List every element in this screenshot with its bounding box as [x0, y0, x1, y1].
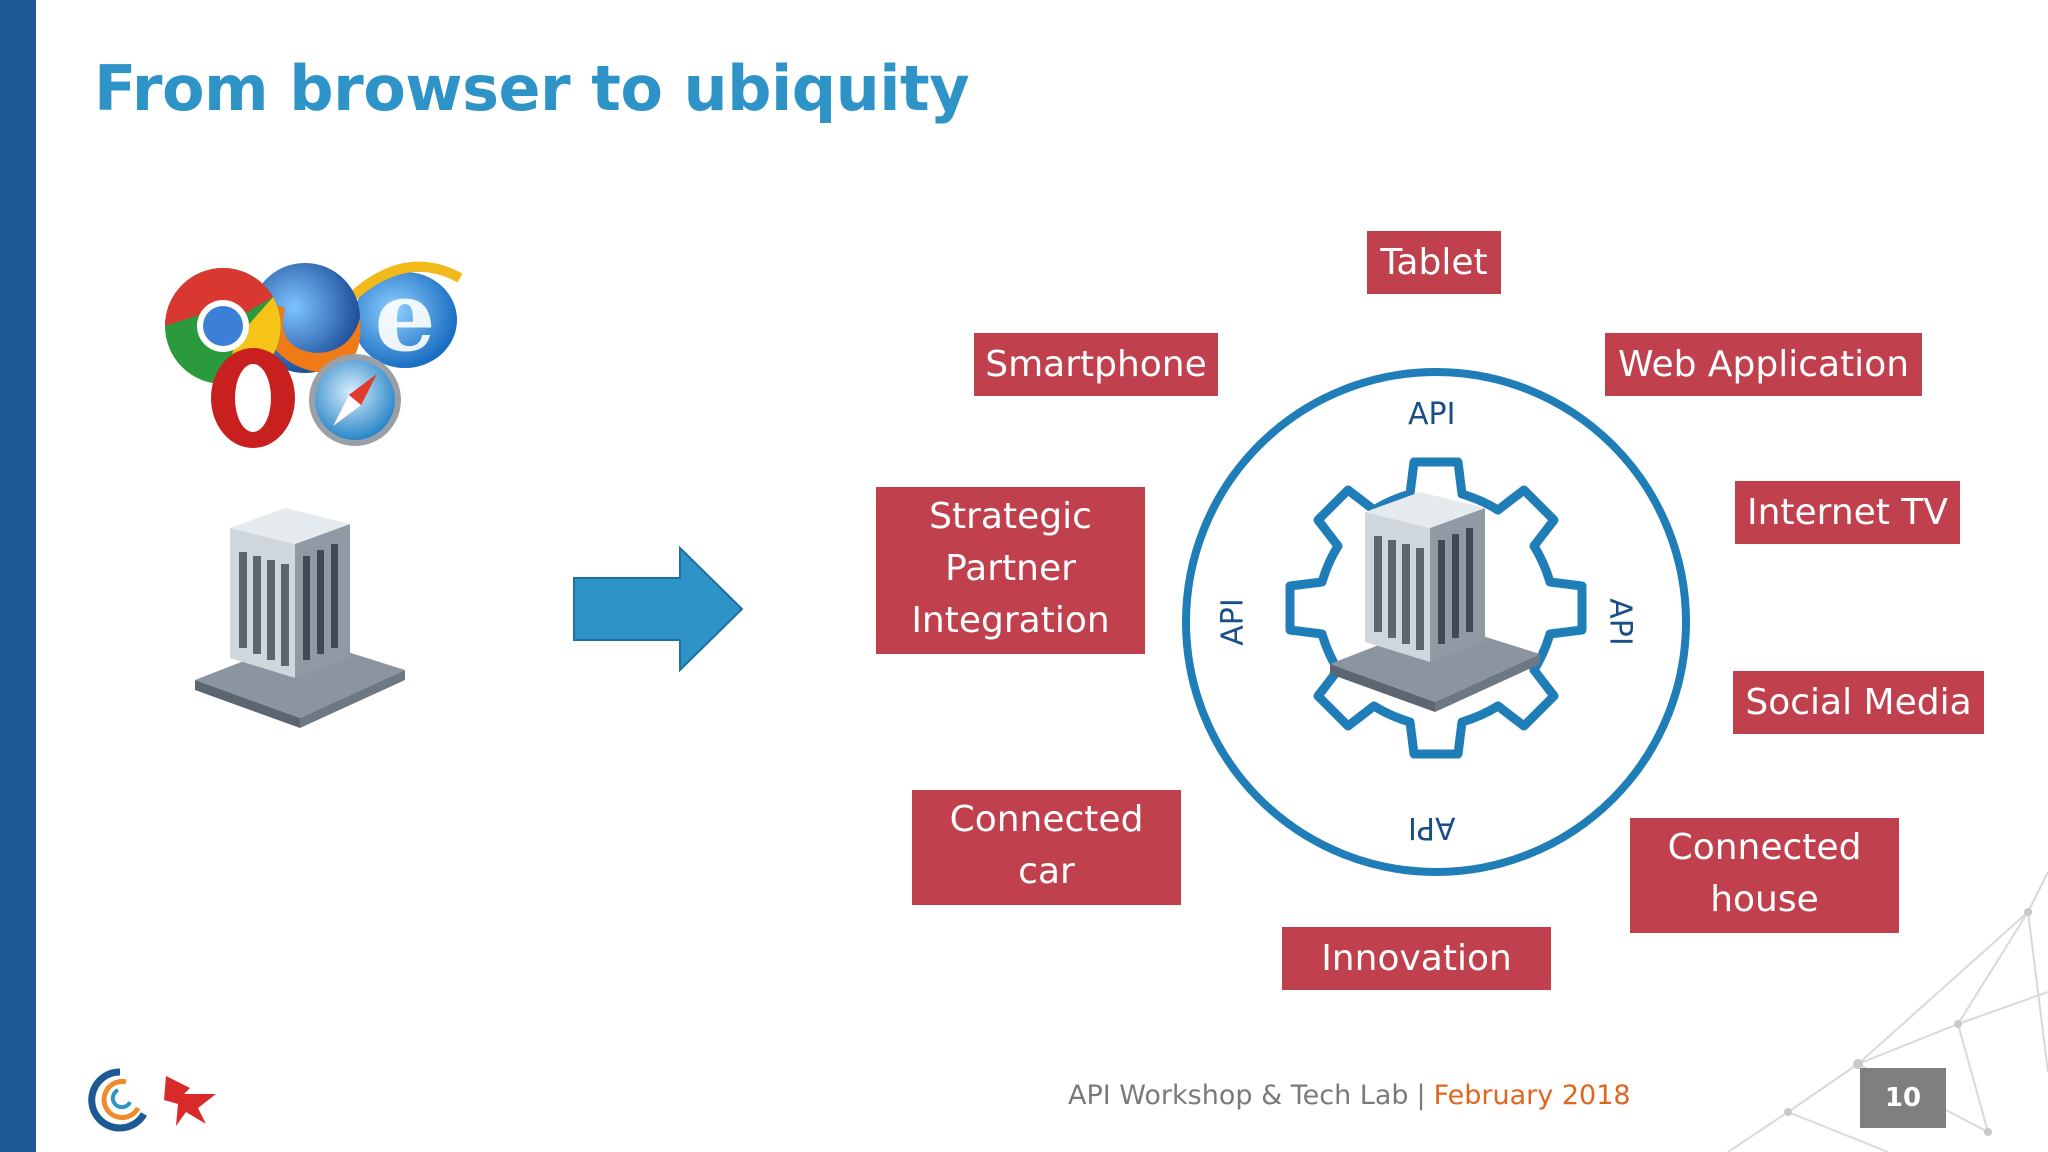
tag-line: Strategic	[929, 496, 1092, 537]
api-label-top: API	[1408, 397, 1456, 432]
right-arrow-icon	[573, 546, 744, 672]
tag-line: Connected	[1667, 827, 1862, 868]
api-label-left: API	[1215, 598, 1251, 646]
tag-web-application: Web Application	[1605, 333, 1922, 396]
api-label-right: API	[1602, 598, 1638, 646]
left-accent-bar	[0, 0, 36, 1152]
tag-strategic-partner-integration: Strategic Partner Integration	[876, 487, 1145, 654]
tag-innovation: Innovation	[1282, 927, 1551, 990]
company-logo-icon	[88, 1068, 216, 1132]
page-number: 10	[1860, 1068, 1946, 1128]
tag-connected-house: Connected house	[1630, 818, 1899, 933]
tag-line: Partner	[945, 548, 1076, 589]
api-ring	[1182, 368, 1690, 876]
tag-social-media: Social Media	[1733, 671, 1984, 734]
tag-internet-tv: Internet TV	[1735, 481, 1960, 544]
footer-separator: |	[1416, 1080, 1426, 1111]
api-label-bottom: API	[1408, 810, 1456, 845]
gear-icon	[1285, 457, 1587, 759]
tag-line: house	[1710, 879, 1819, 920]
tag-tablet: Tablet	[1367, 231, 1501, 294]
tag-smartphone: Smartphone	[974, 333, 1218, 396]
tag-line: car	[1018, 851, 1075, 892]
tag-line: Integration	[911, 600, 1110, 641]
footer-date: February 2018	[1433, 1080, 1631, 1111]
tag-line: Connected	[949, 799, 1144, 840]
footer-event: API Workshop & Tech Lab	[1068, 1080, 1409, 1111]
footer-text: API Workshop & Tech Lab|February 2018	[1068, 1080, 1631, 1111]
tag-connected-car: Connected car	[912, 790, 1181, 905]
building-icon	[1330, 492, 1540, 712]
building-icon	[195, 508, 405, 728]
browsers-icon: e	[165, 260, 463, 448]
slide-title: From browser to ubiquity	[94, 52, 970, 125]
